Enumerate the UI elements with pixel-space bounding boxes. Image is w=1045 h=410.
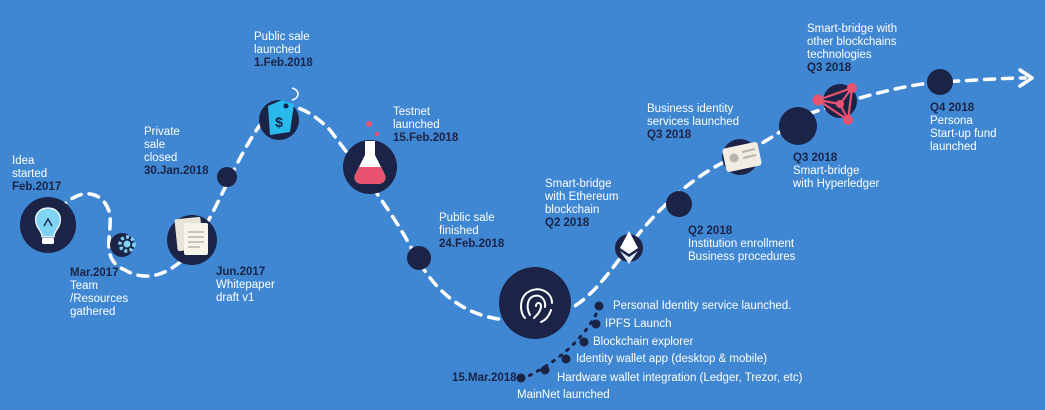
ethereum-icon — [620, 231, 638, 264]
milestone-line: Team — [70, 280, 99, 292]
svg-text:$: $ — [275, 114, 283, 130]
mainnet-date: 15.Mar.2018 — [452, 372, 517, 384]
mainnet-dot-4 — [561, 354, 571, 364]
milestone-date: Q3 2018 — [793, 152, 838, 164]
milestone-line: Institution enrollment — [688, 238, 795, 250]
milestone-line: blockchain — [545, 204, 600, 216]
milestone-business: Business identity services launched Q3 2… — [647, 103, 739, 142]
milestone-testnet: Testnet launched 15.Feb.2018 — [393, 106, 458, 145]
mainnet-label: MainNet launched — [517, 389, 610, 401]
price-tag-icon: $ — [268, 87, 299, 135]
node-mainnet — [499, 267, 571, 339]
milestone-line: Idea — [12, 155, 35, 167]
milestone-line: Smart-bridge — [793, 165, 860, 177]
mainnet-item: Hardware wallet integration (Ledger, Tre… — [557, 372, 803, 384]
milestone-date: 15.Feb.2018 — [393, 132, 459, 144]
milestone-other-chains: Smart-bridge with other blockchains tech… — [807, 23, 897, 75]
milestone-date: Feb.2017 — [12, 181, 62, 193]
node-persona — [927, 69, 953, 95]
milestone-hyperledger: Q3 2018 Smart-bridge with Hyperledger — [793, 152, 879, 191]
mainnet-dot-6 — [516, 373, 526, 383]
milestone-date: Q3 2018 — [647, 129, 692, 141]
node-institution — [666, 191, 692, 217]
milestone-line: gathered — [70, 306, 116, 318]
milestone-private: Private sale closed 30.Jan.2018 — [144, 126, 209, 178]
milestone-whitepaper: Jun.2017 Whitepaper draft v1 — [216, 266, 275, 305]
fingerprint-icon — [520, 288, 553, 323]
milestone-date: Q3 2018 — [807, 62, 852, 74]
milestone-line: with Hyperledger — [793, 178, 880, 190]
network-icon — [812, 83, 857, 125]
node-public-finish — [407, 246, 431, 270]
milestone-line: /Resources — [70, 293, 129, 305]
gear-icon — [118, 235, 136, 253]
milestone-line: launched — [393, 119, 440, 131]
milestone-public-launch: Public sale launched 1.Feb.2018 — [254, 31, 313, 70]
mainnet-item: Personal Identity service launched. — [613, 300, 792, 312]
milestone-line: closed — [144, 152, 178, 164]
milestone-line: Business identity — [647, 103, 734, 115]
milestone-line: Whitepaper — [216, 279, 275, 291]
milestone-line: Smart-bridge — [545, 178, 612, 190]
milestone-line: other blockchains — [807, 36, 897, 48]
milestone-date: Jun.2017 — [216, 266, 266, 278]
id-card-icon — [722, 142, 762, 172]
milestone-line: draft v1 — [216, 292, 255, 304]
milestone-date: Q2 2018 — [545, 217, 590, 229]
milestone-public-finish: Public sale finished 24.Feb.2018 — [439, 212, 504, 251]
document-icon — [174, 216, 208, 255]
milestone-date: Q4 2018 — [930, 102, 975, 114]
milestone-team: Mar.2017 Team /Resources gathered — [70, 267, 128, 319]
arrow-head-icon — [1018, 68, 1034, 88]
milestone-line: Smart-bridge with — [807, 23, 898, 35]
milestone-date: Mar.2017 — [70, 267, 119, 279]
milestone-date: 1.Feb.2018 — [254, 57, 313, 69]
lightbulb-icon — [34, 207, 62, 244]
node-team — [110, 233, 134, 257]
milestone-line: Public sale — [439, 212, 495, 224]
mainnet-item: IPFS Launch — [605, 318, 672, 330]
mainnet-item: Blockchain explorer — [593, 336, 694, 348]
node-private — [217, 167, 237, 187]
milestone-line: with Ethereum — [545, 191, 619, 203]
milestone-line: sale — [144, 139, 166, 151]
mainnet-dot-1 — [594, 301, 604, 311]
milestone-line: Start-up fund — [930, 128, 997, 140]
mainnet-dot-5 — [540, 365, 550, 375]
milestone-date: Q2 2018 — [688, 225, 733, 237]
milestone-line: finished — [439, 225, 479, 237]
mainnet-dot-3 — [579, 337, 589, 347]
milestone-idea: Idea started Feb.2017 — [12, 155, 61, 194]
milestone-line: technologies — [807, 49, 872, 61]
milestone-line: Private — [144, 126, 180, 138]
milestone-line: started — [12, 168, 48, 180]
milestone-persona: Q4 2018 Persona Start-up fund launched — [930, 102, 996, 154]
milestone-date: 24.Feb.2018 — [439, 238, 505, 250]
mainnet-dot-2 — [591, 319, 601, 329]
milestone-line: Public sale — [254, 31, 310, 43]
milestone-line: Persona — [930, 115, 973, 127]
milestone-institution: Q2 2018 Institution enrollment Business … — [688, 225, 795, 264]
milestone-line: launched — [930, 141, 977, 153]
mainnet-item: Identity wallet app (desktop & mobile) — [576, 353, 768, 365]
mainnet-branch-path — [518, 304, 602, 382]
flask-icon — [354, 121, 386, 184]
milestone-smartbridge-eth: Smart-bridge with Ethereum blockchain Q2… — [545, 178, 619, 230]
milestone-line: Testnet — [393, 106, 431, 118]
node-hyperledger — [779, 107, 817, 145]
milestone-line: services launched — [647, 116, 740, 128]
milestone-line: launched — [254, 44, 301, 56]
milestone-line: Business procedures — [688, 251, 796, 263]
milestone-date: 30.Jan.2018 — [144, 165, 209, 177]
